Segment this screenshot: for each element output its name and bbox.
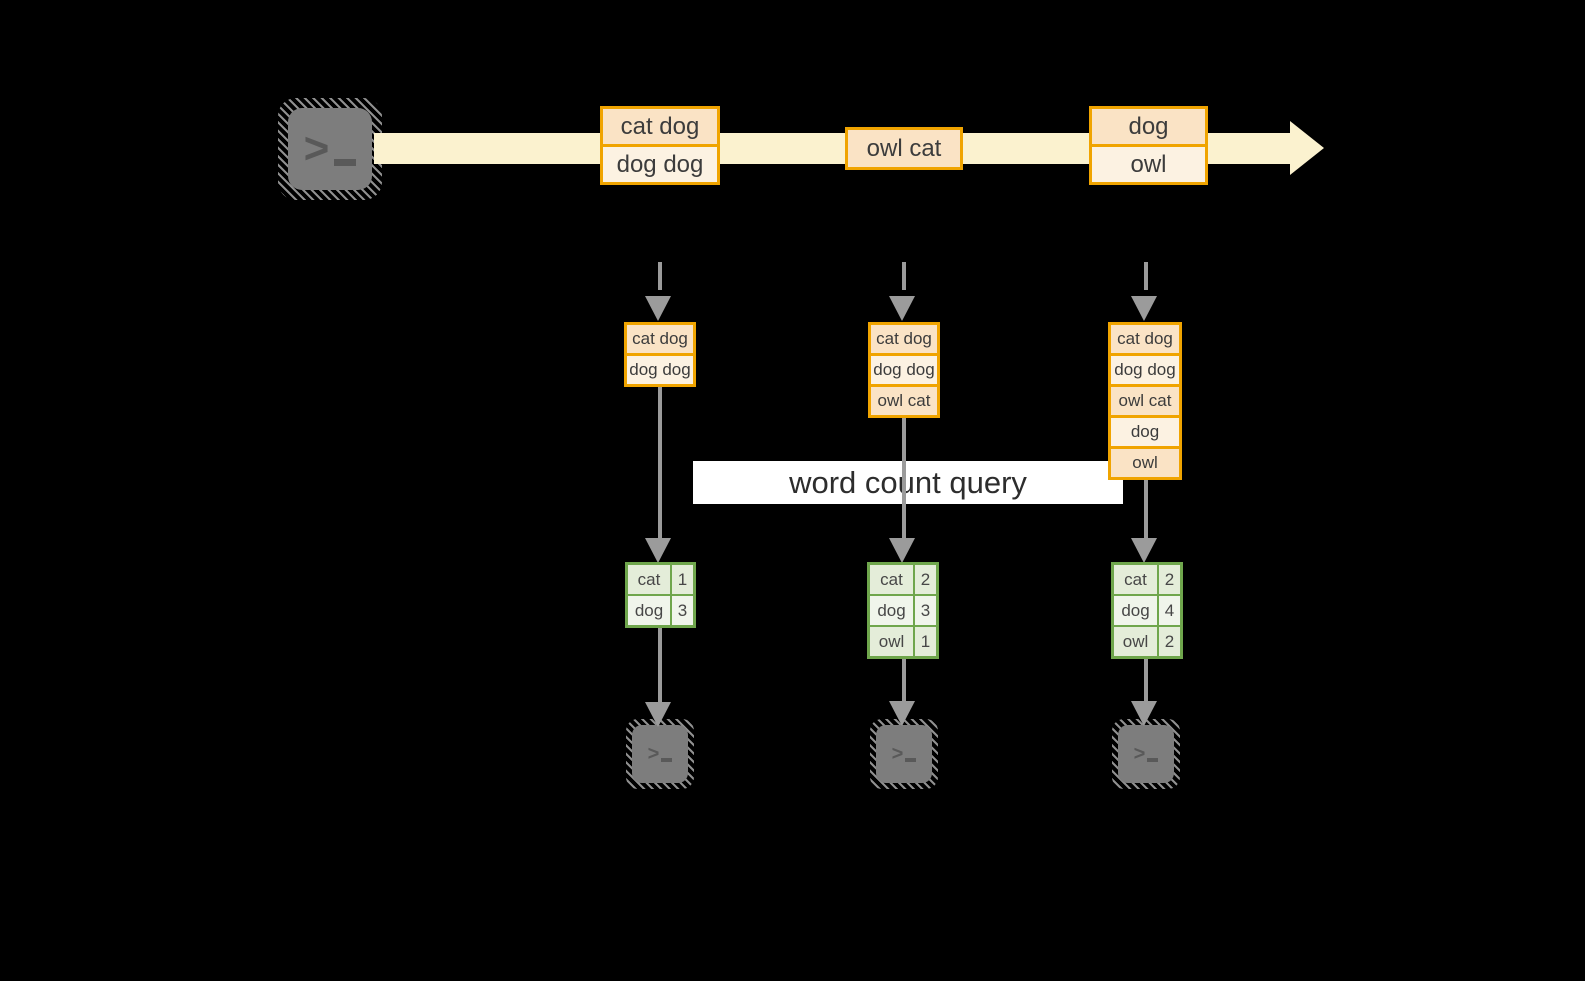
word-cell: owl [870, 627, 913, 656]
sink-terminal-icon-3: > [1112, 719, 1180, 789]
word-cell: cat [628, 565, 670, 594]
event-line: dog [1089, 106, 1208, 147]
count-cell: 3 [672, 596, 693, 625]
dashed-connector [1144, 262, 1148, 290]
arrow-down-icon [645, 702, 671, 727]
arrow-down-icon [1131, 701, 1157, 726]
buffer-line: cat dog [624, 322, 696, 356]
connector-line [902, 416, 906, 541]
arrow-down-icon [889, 538, 915, 563]
stream-event-box-3: dog owl [1089, 106, 1208, 185]
arrow-down-icon [889, 701, 915, 726]
dashed-connector [658, 262, 662, 290]
dashed-connector [902, 262, 906, 290]
count-table-3: cat 2 dog 4 owl 2 [1111, 562, 1183, 659]
terminal-screen: > [1118, 725, 1174, 783]
buffer-line: owl cat [868, 384, 940, 418]
terminal-screen: > [876, 725, 932, 783]
event-line: cat dog [600, 106, 720, 147]
terminal-prompt-icon: > [1133, 743, 1146, 765]
count-cell: 2 [1159, 565, 1180, 594]
terminal-screen: > [632, 725, 688, 783]
arrow-down-icon [645, 296, 671, 321]
word-cell: dog [1114, 596, 1157, 625]
buffer-line: dog dog [1108, 353, 1182, 387]
connector-line [1144, 659, 1148, 703]
terminal-prompt-icon: > [891, 743, 904, 765]
count-cell: 2 [1159, 627, 1180, 656]
terminal-cursor-icon [905, 758, 917, 762]
word-cell: dog [628, 596, 670, 625]
terminal-cursor-icon [334, 158, 357, 166]
terminal-cursor-icon [661, 758, 673, 762]
buffer-line: dog dog [624, 353, 696, 387]
count-cell: 2 [915, 565, 936, 594]
connector-line [658, 385, 662, 541]
terminal-prompt-icon: > [303, 124, 330, 173]
count-table-2: cat 2 dog 3 owl 1 [867, 562, 939, 659]
word-cell: owl [1114, 627, 1157, 656]
count-cell: 4 [1159, 596, 1180, 625]
arrow-down-icon [1131, 296, 1157, 321]
connector-line [1144, 478, 1148, 541]
buffer-line: cat dog [868, 322, 940, 356]
source-terminal-icon: > [278, 98, 382, 200]
buffer-line: owl cat [1108, 384, 1182, 418]
terminal-prompt-icon: > [647, 743, 660, 765]
terminal-screen: > [288, 108, 372, 190]
buffer-line: dog [1108, 415, 1182, 449]
event-line: owl [1089, 144, 1208, 185]
query-label: word count query [789, 464, 1027, 500]
event-line: dog dog [600, 144, 720, 185]
word-cell: cat [870, 565, 913, 594]
buffer-line: owl [1108, 446, 1182, 480]
connector-line [658, 628, 662, 704]
count-cell: 3 [915, 596, 936, 625]
stream-event-box-2: owl cat [845, 127, 963, 170]
event-line: owl cat [845, 127, 963, 170]
word-cell: dog [870, 596, 913, 625]
sink-terminal-icon-1: > [626, 719, 694, 789]
buffer-line: dog dog [868, 353, 940, 387]
buffer-box-2: cat dog dog dog owl cat [868, 322, 940, 418]
count-table-1: cat 1 dog 3 [625, 562, 696, 628]
buffer-line: cat dog [1108, 322, 1182, 356]
buffer-box-3: cat dog dog dog owl cat dog owl [1108, 322, 1182, 480]
query-label-band: word count query [693, 461, 1123, 504]
stream-arrow-head-icon [1290, 121, 1324, 175]
sink-terminal-icon-2: > [870, 719, 938, 789]
arrow-down-icon [889, 296, 915, 321]
arrow-down-icon [1131, 538, 1157, 563]
word-cell: cat [1114, 565, 1157, 594]
count-cell: 1 [672, 565, 693, 594]
terminal-cursor-icon [1147, 758, 1159, 762]
stream-event-box-1: cat dog dog dog [600, 106, 720, 185]
connector-line [902, 659, 906, 703]
count-cell: 1 [915, 627, 936, 656]
arrow-down-icon [645, 538, 671, 563]
buffer-box-1: cat dog dog dog [624, 322, 696, 387]
